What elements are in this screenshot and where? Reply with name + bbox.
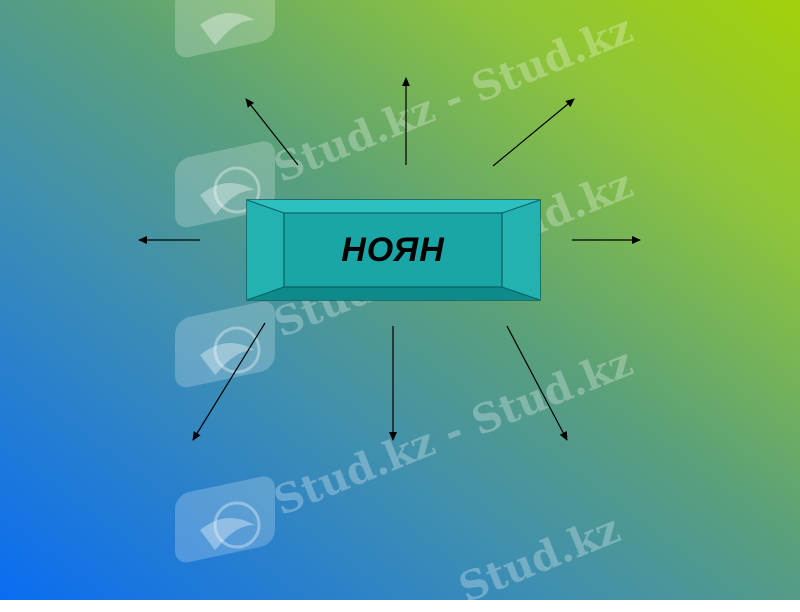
arrow-down-right <box>506 325 568 441</box>
center-label: НОЯН <box>341 230 445 269</box>
arrow-up-left <box>245 98 299 166</box>
watermark-logo <box>175 0 275 58</box>
watermark-logo <box>175 476 275 563</box>
watermark-logo <box>175 301 275 388</box>
arrow-up-right <box>492 98 575 167</box>
center-box <box>246 199 541 301</box>
arrow-down-left <box>192 322 266 441</box>
